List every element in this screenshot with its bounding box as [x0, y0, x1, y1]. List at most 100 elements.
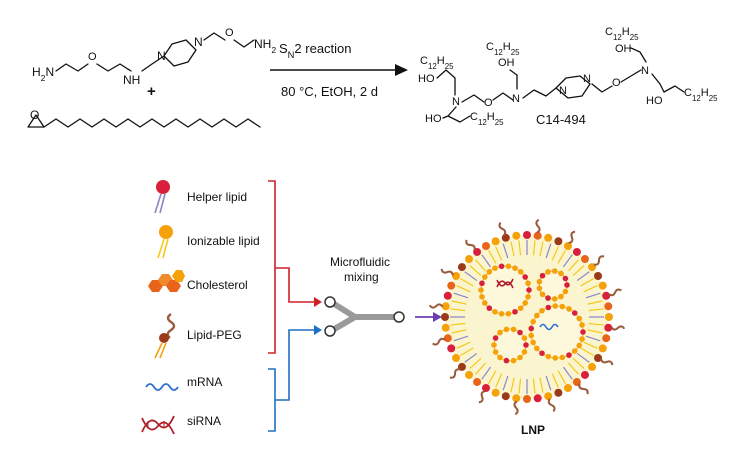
- lnp-peg-chain: [568, 230, 576, 244]
- lnp-lipid-head: [572, 247, 581, 256]
- lnp-lipid-tail: [532, 378, 536, 394]
- lnp-lipid-tail: [587, 329, 603, 334]
- amine-chain-2: [96, 63, 132, 72]
- lnp-lipid-tail: [580, 347, 594, 357]
- lnp-inner-head: [497, 354, 503, 361]
- lnp-inner-head: [562, 288, 569, 295]
- lnp-inner-head: [510, 357, 517, 364]
- piperazine-ring: [163, 39, 197, 67]
- lnp-inner-head: [512, 309, 518, 315]
- lnp-lipid-tail: [580, 277, 594, 287]
- lnp-peg-chain: [440, 268, 454, 276]
- lnp-peg-chain: [593, 255, 605, 266]
- lnp-lipid-tail: [539, 241, 544, 257]
- product-arm-7: [663, 85, 685, 93]
- mixing-label-line1: Microfluidic: [330, 255, 390, 269]
- lnp-inner-head: [539, 350, 545, 357]
- lnp-lipid-tail: [453, 292, 469, 299]
- lnp-lipid-head: [533, 394, 542, 403]
- component-label-cholesterol: Cholesterol: [187, 278, 248, 292]
- lnp-lipid-head: [465, 255, 474, 264]
- lnp-lipid-tail: [568, 259, 579, 272]
- lnp-lipid-tail: [588, 308, 604, 312]
- lnp-lipid-head: [554, 237, 563, 246]
- lnp-inner-head: [479, 280, 485, 287]
- lnp-lipid-tail: [502, 243, 509, 259]
- lnp-lipid-head: [447, 281, 456, 290]
- product-n-3: N: [559, 85, 567, 97]
- lnp-lipid-head: [554, 388, 563, 397]
- product-ho-1: HO: [418, 73, 435, 85]
- lnp-lipid-tail: [502, 375, 509, 391]
- amine-o-label-2: O: [225, 27, 234, 39]
- lnp-inner-head: [545, 295, 551, 301]
- product-c12-1: C12H25: [420, 55, 454, 71]
- lnp-lipid-tail: [557, 250, 567, 264]
- lnp-inner-head: [522, 300, 528, 306]
- lnp-inner-head: [498, 263, 505, 270]
- lnp-lipid-tail: [587, 300, 603, 305]
- lnp-inner-head: [552, 355, 559, 361]
- lnp-inner-head: [566, 352, 572, 358]
- product-arm-1: [436, 69, 456, 96]
- lnp-lipid-tail: [475, 362, 486, 375]
- product-ho-3: HO: [646, 95, 663, 107]
- product-link-4: [591, 83, 613, 93]
- sirna-icon: [141, 415, 175, 435]
- lnp-inner-head: [576, 315, 583, 322]
- lnp-peg-chain: [449, 368, 461, 379]
- lnp-inner-head: [512, 265, 518, 271]
- lnp-lipid-tail: [469, 358, 482, 369]
- lnp-lipid-tail: [460, 347, 474, 357]
- lnp-lipid-head: [473, 378, 482, 387]
- reaction-arrow-head: [395, 64, 408, 76]
- condition-top-label: SN2 reaction: [279, 41, 352, 60]
- lipid-peg-icon: [154, 313, 176, 359]
- lnp-lipid-head: [604, 302, 613, 311]
- product-c12-5: C12H25: [684, 87, 718, 103]
- lnp-lipid-head: [447, 344, 456, 353]
- amine-chain-5: [233, 39, 255, 48]
- amine-left-nh2-label: H2N: [32, 65, 54, 83]
- lnp-lipid-tail: [572, 358, 585, 369]
- amine-o-label-1: O: [88, 51, 97, 63]
- amine-reactant: H2N O NH N N O NH2: [32, 27, 276, 87]
- lnp-inner-head: [558, 293, 564, 300]
- mixing-label-line2: mixing: [344, 270, 379, 284]
- lnp-peg-chain: [432, 337, 446, 346]
- lnp-lipid-tail: [557, 370, 567, 384]
- lnp-inner-head: [517, 354, 523, 361]
- helper-lipid-icon: [154, 180, 170, 214]
- lnp-lipid-tail: [562, 366, 573, 380]
- product-c12-4: C12H25: [605, 26, 639, 42]
- lnp-inner-head: [486, 305, 493, 311]
- lnp-inner-head: [478, 287, 484, 293]
- lnp-lipid-head: [594, 272, 603, 280]
- lnp-lipid-head: [602, 291, 611, 300]
- lnp-lipid-tail: [583, 341, 598, 349]
- epoxide-o-label: O: [30, 108, 39, 122]
- lnp-lipid-tail: [453, 335, 469, 342]
- lnp-peg-chain: [610, 325, 626, 331]
- lnp-lipid-head: [491, 388, 500, 397]
- lnp-inner-head: [528, 325, 535, 332]
- lnp-peg-chain: [513, 400, 519, 416]
- lnp-lipid-head: [588, 362, 597, 371]
- lnp-peg-chain: [428, 303, 444, 309]
- lnp-lipid-head: [512, 394, 521, 403]
- lnp-inner-head: [534, 345, 540, 352]
- product-oh-1: OH: [498, 57, 515, 69]
- lnp-inner-head: [545, 269, 551, 275]
- lnp-inner-head: [497, 329, 503, 336]
- product-link-1: [461, 94, 485, 103]
- lnp-inner-head: [526, 287, 532, 293]
- lnp-lipid-tail: [572, 265, 585, 276]
- lnp-inner-head: [562, 275, 569, 282]
- lnp-inner-head: [539, 272, 546, 279]
- lnp-lipid-head: [491, 237, 500, 246]
- lnp-inner-head: [579, 322, 585, 328]
- lnp-lipid-tail: [576, 271, 590, 282]
- lnp-lipid-tail: [551, 373, 559, 388]
- lnp-inner-head: [576, 342, 583, 349]
- lnp-lipid-head: [482, 241, 490, 250]
